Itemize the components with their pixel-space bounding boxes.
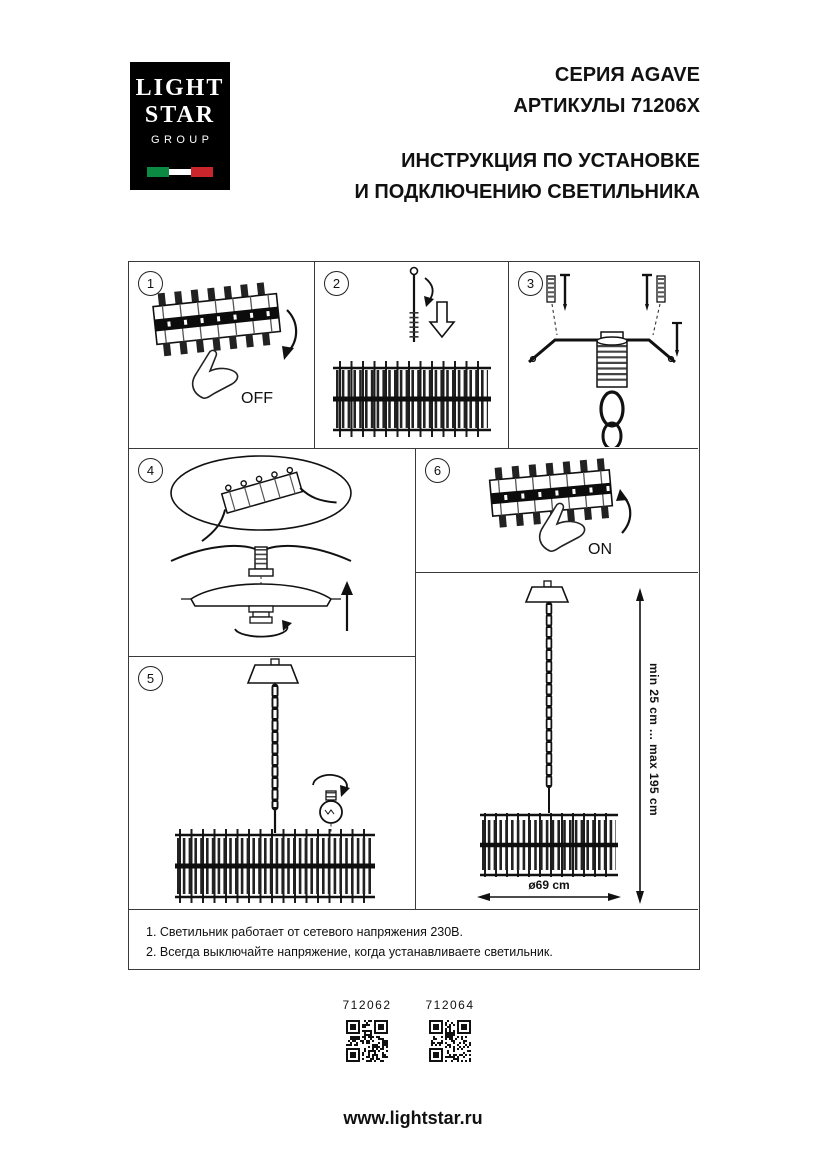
wall-anchor-left [546, 273, 570, 311]
lightstar-logo: LIGHT STAR GROUP [130, 62, 230, 190]
off-label: OFF [241, 390, 273, 407]
up-arrow-icon [341, 581, 353, 631]
ceiling-canopy [524, 580, 570, 603]
article-number-1: 712062 [342, 998, 392, 1012]
dimensions-illustration [477, 580, 644, 904]
articles-title: АРТИКУЛЫ 71206X [513, 95, 700, 117]
step-number: 5 [138, 666, 163, 691]
step5-illustration [175, 658, 375, 903]
side-screw [672, 321, 682, 357]
logo-word-group: GROUP [151, 134, 214, 146]
product-code-block-2: 712064 [419, 998, 481, 1062]
step-number: 1 [138, 271, 163, 296]
rotate-arrow-icon [234, 620, 292, 638]
step-1-panel: 1 OFF [129, 262, 315, 449]
dimensions-panel: min 25 cm ... max 195 cm ø69 cm [416, 573, 698, 910]
step-number: 6 [425, 458, 450, 483]
arrow-down-icon [282, 309, 298, 360]
hand-icon [191, 349, 239, 399]
ceiling-canopy [246, 658, 300, 684]
step6-illustration [488, 458, 632, 552]
step3-illustration [528, 273, 682, 447]
logo-word-star: STAR [144, 102, 216, 128]
rotate-arrow-icon [424, 277, 434, 307]
qr-code-1 [346, 1020, 388, 1062]
terminal-block [201, 466, 337, 542]
ceiling-plate [189, 583, 333, 607]
hand-icon [538, 502, 586, 552]
diameter-dimension-arrow [477, 893, 621, 901]
lock-collar [248, 605, 274, 624]
diameter-label: ø69 cm [528, 878, 570, 892]
circuit-breaker [152, 281, 282, 357]
step-2-panel: 2 [315, 262, 509, 449]
logo-word-light: LIGHT [135, 75, 225, 101]
note-line-1: 1. Светильник работает от сетевого напря… [146, 925, 463, 939]
article-number-2: 712064 [425, 998, 475, 1012]
bulb-icon [312, 774, 350, 833]
step2-illustration [333, 266, 491, 437]
instruction-grid: 1 OFF 2 [128, 261, 700, 970]
step4-illustration [170, 455, 353, 638]
arrow-up-icon [616, 489, 632, 534]
product-code-block-1: 712062 [336, 998, 398, 1062]
hanging-rod [409, 266, 419, 342]
header-titles: СЕРИЯ AGAVE АРТИКУЛЫ 71206X ИНСТРУКЦИЯ П… [354, 60, 700, 208]
qr-code-2 [429, 1020, 471, 1062]
instruction-title-line2: И ПОДКЛЮЧЕНИЮ СВЕТИЛЬНИКА [354, 181, 700, 203]
notes-section: 1. Светильник работает от сетевого напря… [129, 911, 699, 962]
threaded-nipple [248, 546, 274, 577]
website-url: www.lightstar.ru [343, 1108, 483, 1128]
crystal-drum [480, 813, 618, 877]
step-number: 4 [138, 458, 163, 483]
height-dimension-arrow [636, 588, 644, 904]
step-6-panel: 6 ON [416, 449, 698, 573]
crystal-drum [175, 829, 375, 903]
note-line-2: 2. Всегда выключайте напряжение, когда у… [146, 945, 553, 959]
wire-right [299, 487, 337, 504]
insert-arrow-icon [428, 301, 456, 339]
step-4-panel: 4 [129, 449, 416, 657]
instruction-title-line1: ИНСТРУКЦИЯ ПО УСТАНОВКЕ [401, 150, 700, 172]
crystal-drum [333, 361, 491, 437]
step1-illustration [152, 281, 298, 399]
wire-left [201, 509, 227, 542]
height-range-label: min 25 cm ... max 195 cm [647, 663, 661, 817]
step-number: 3 [518, 271, 543, 296]
wall-anchor-right [642, 273, 666, 311]
step-number: 2 [324, 271, 349, 296]
step-5-panel: 5 [129, 657, 416, 910]
on-label: ON [588, 541, 612, 558]
threaded-tube [596, 331, 628, 388]
step-3-panel: 3 [509, 262, 698, 449]
series-title: СЕРИЯ AGAVE [554, 64, 700, 86]
chain-ring [599, 390, 625, 447]
italian-flag-icon [147, 167, 213, 177]
